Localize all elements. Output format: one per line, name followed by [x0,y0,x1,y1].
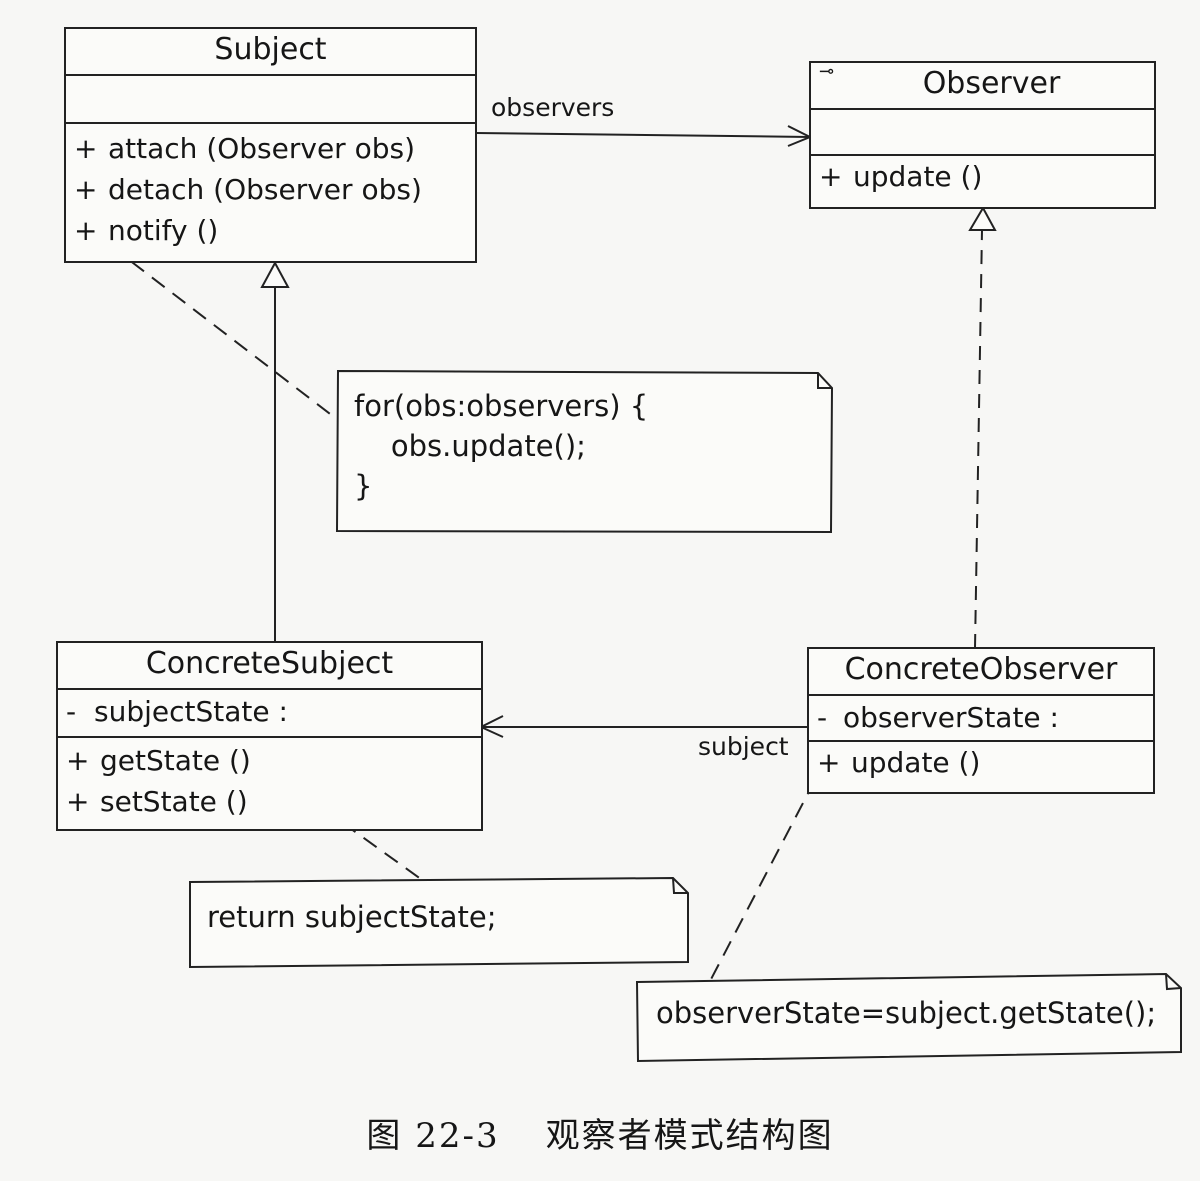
interface-icon: ⊸ [819,61,835,82]
notify-note-outline [335,369,834,534]
observer-operations-compartment: + update () [811,156,1154,197]
visibility-marker: + [74,173,98,206]
operation-update: update () [851,746,981,779]
concrete-subject-class[interactable]: ConcreteSubject -subjectState : + getStat… [56,641,483,831]
operation-row: + attach (Observer obs) [74,128,475,169]
visibility-marker: + [66,744,90,777]
operation-row: + getState () [66,740,481,781]
update-note-fold [1165,973,1182,991]
figure-caption: 图 22-3 观察者模式结构图 [0,1108,1200,1157]
attribute-subject-state: subjectState : [94,695,288,728]
concrete-subject-class-name: ConcreteSubject [58,643,481,690]
observer-class-name: ⊸ Observer [811,63,1154,110]
notify-note-fold [817,373,832,389]
operation-set-state: setState () [100,785,248,818]
getstate-note-fold [672,877,688,894]
observer-realization-triangle [968,205,997,231]
subject-role-label: subject [698,732,789,761]
concrete-observer-class[interactable]: ConcreteObserver -observerState : + updat… [807,647,1155,794]
visibility-marker: + [66,785,90,818]
subject-class[interactable]: Subject + attach (Observer obs) + detach (… [64,27,477,263]
subject-generalization-triangle [260,260,290,288]
subject-operations-compartment: + attach (Observer obs) + detach (Observer… [66,124,475,251]
figure-title: 观察者模式结构图 [545,1116,834,1156]
operation-row: + update () [819,156,1154,197]
visibility-marker: + [74,132,98,165]
visibility-marker: + [74,214,98,247]
update-note-text: observerState=subject.getState(); [656,996,1157,1030]
operation-update: update () [853,160,983,193]
getstate-note-outline [189,876,689,969]
subject-class-name: Subject [66,29,475,76]
concrete-observer-class-name: ConcreteObserver [809,649,1153,696]
operation-notify: notify () [108,214,219,247]
operation-attach: attach (Observer obs) [108,132,416,165]
update-note-anchor [707,779,816,986]
concrete-observer-operations-compartment: + update () [809,742,1153,783]
observer-interface[interactable]: ⊸ Observer + update () [809,61,1156,209]
operation-row: + notify () [74,210,475,251]
visibility-marker: + [817,746,841,779]
operation-row: + detach (Observer obs) [74,169,475,210]
operation-row: + setState () [66,781,481,822]
concrete-observer-attributes-compartment: -observerState : [809,696,1153,742]
operation-row: + update () [817,742,1153,783]
attribute-observer-state: observerState : [843,701,1059,734]
concrete-subject-attributes-compartment: -subjectState : [58,690,481,738]
visibility-marker: + [819,160,843,193]
observer-realization-line [974,229,983,649]
observer-attributes-compartment [811,110,1154,156]
concrete-subject-operations-compartment: + getState () + setState () [58,738,481,822]
figure-number: 图 22-3 [366,1116,500,1156]
operation-detach: detach (Observer obs) [108,173,422,206]
observer-class-name-text: Observer [922,66,1061,101]
operation-get-state: getState () [100,744,251,777]
getstate-note-text: return subjectState; [207,900,497,934]
update-note-outline [635,972,1182,1063]
observers-role-label: observers [491,93,615,122]
visibility-marker: - [66,695,77,728]
subject-attributes-compartment [66,76,475,124]
notify-note-text: for(obs:observers) { obs.update(); } [354,389,649,503]
observers-association-line [475,132,811,138]
visibility-marker: - [817,701,828,734]
